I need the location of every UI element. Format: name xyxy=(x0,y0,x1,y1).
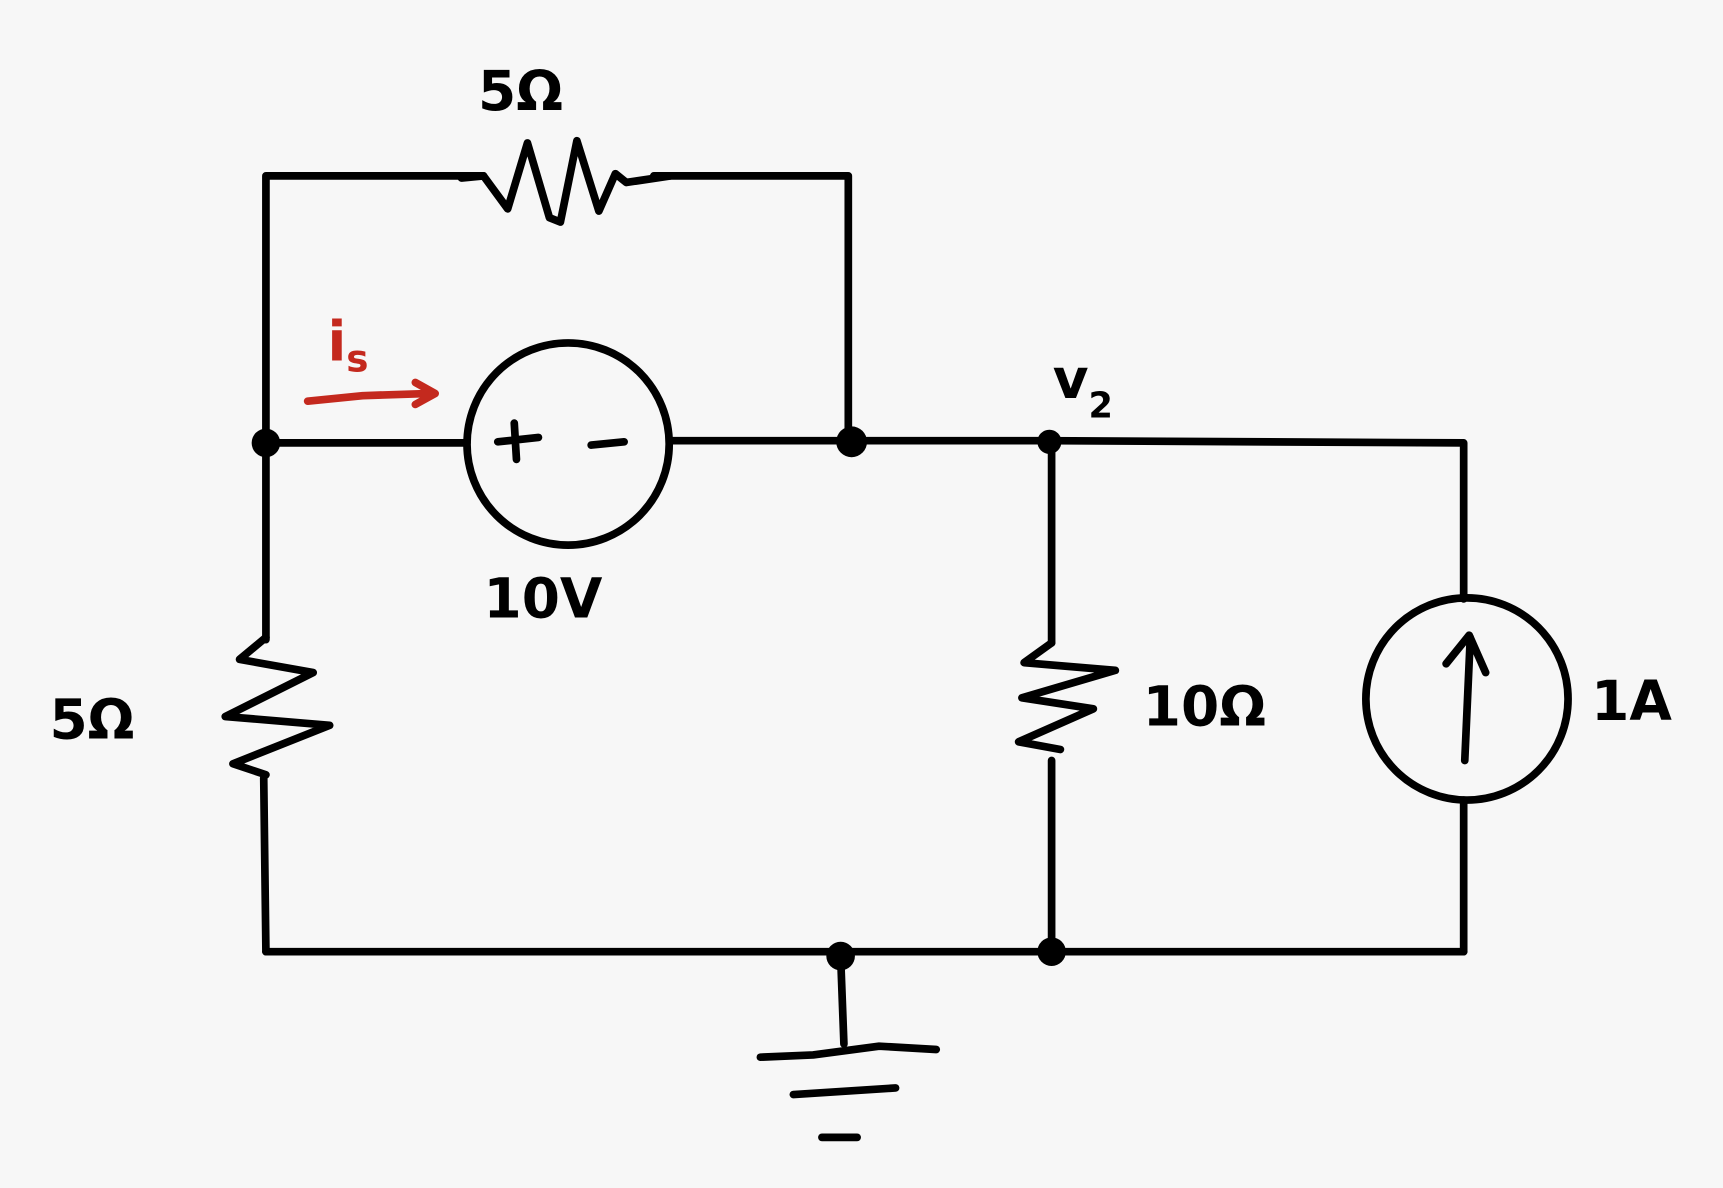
current-subscript: s xyxy=(346,336,368,380)
node-middle xyxy=(836,426,867,458)
node-voltage-label: v2 xyxy=(1053,347,1113,427)
left-resistor-zigzag xyxy=(221,633,334,779)
left-resistor-label: 5Ω xyxy=(49,687,134,751)
node-left xyxy=(251,428,281,458)
current-symbol: i xyxy=(327,309,346,373)
minus-sign-icon xyxy=(587,437,628,449)
node-bottom-ground xyxy=(826,941,855,971)
top-wire-left xyxy=(262,172,488,447)
voltage-source-label: 10V xyxy=(483,567,602,631)
source-current-label: is xyxy=(327,309,368,380)
current-source-label: 1A xyxy=(1591,669,1672,733)
node-v2 xyxy=(1037,429,1062,454)
voltage-subscript: 2 xyxy=(1089,386,1113,427)
top-resistor-label: 5Ω xyxy=(478,59,563,123)
left-branch-wire xyxy=(259,439,270,956)
current-arrow-icon xyxy=(303,378,439,409)
right-resistor-label: 10Ω xyxy=(1143,674,1266,738)
up-arrow-icon xyxy=(1442,631,1490,765)
current-source-circle xyxy=(1362,594,1572,804)
right-resistor-zigzag xyxy=(1014,639,1120,754)
ground-wire xyxy=(836,952,848,1048)
top-resistor-zigzag xyxy=(457,136,675,226)
mid-wire-right xyxy=(666,436,1468,603)
ground-symbol-icon xyxy=(756,1042,941,1142)
node-bottom-right xyxy=(1037,937,1066,966)
voltage-source-circle xyxy=(463,339,674,549)
top-wire-right xyxy=(649,172,853,446)
wires xyxy=(259,172,1468,1048)
plus-sign-icon xyxy=(493,419,543,464)
voltage-symbol: v xyxy=(1053,347,1089,411)
nodes xyxy=(251,426,1066,971)
